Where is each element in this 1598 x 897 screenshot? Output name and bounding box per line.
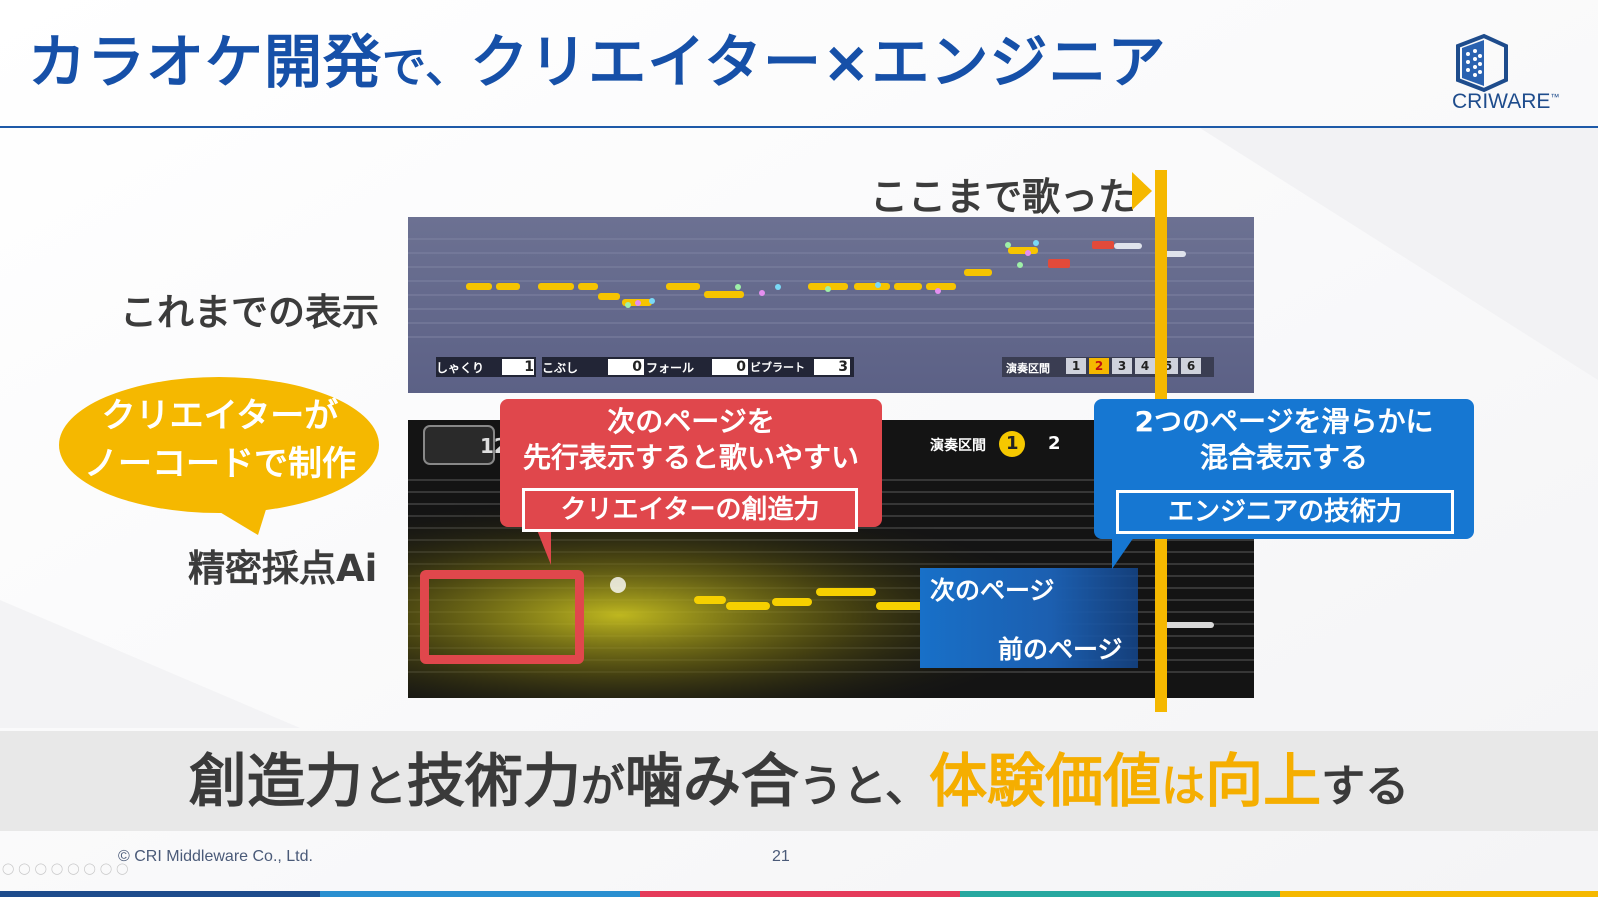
logo-text: CRIWARE — [1452, 90, 1551, 113]
callout-engineer-text: 2つのページを滑らかに 混合表示する — [1094, 404, 1474, 476]
section-indicator: 3 — [1112, 358, 1132, 374]
stat-vibrato-value: 3 — [838, 359, 848, 375]
label-previous-display: これまでの表示 — [120, 291, 379, 334]
stat-shakuri-label: しゃくり — [436, 361, 485, 375]
callout-creator-text: 次のページを 先行表示すると歌いやすい — [500, 404, 882, 476]
previous-page-label: 前のページ — [998, 635, 1123, 664]
callout-engineer-line-1: 2つのページを滑らかに — [1134, 405, 1434, 438]
criware-logo — [1456, 33, 1508, 93]
sung-until-here-label: ここまで歌った — [870, 175, 1137, 219]
logo-trademark: ™ — [1550, 92, 1560, 102]
banner-wa: は — [1161, 761, 1206, 812]
section-indicator: 6 — [1181, 358, 1201, 374]
highlight-frame — [420, 570, 584, 664]
section-indicator: 1 — [1066, 358, 1086, 374]
banner-experience-value: 体験価値 — [929, 747, 1162, 815]
stat-kobushi-value: 0 — [632, 359, 642, 375]
bubble-text: クリエイターが ノーコードで制作 — [70, 392, 370, 488]
stat-kobushi-label: こぶし — [542, 361, 579, 375]
creator-creativity-label: クリエイターの創造力 — [522, 488, 858, 532]
old-section-label: 演奏区間 — [1006, 362, 1050, 375]
header-rule — [0, 126, 1598, 128]
callout-creator-line-1: 次のページを — [607, 405, 775, 438]
conclusion-text: 創造力と技術力が噛み合うと、体験価値は向上する — [0, 737, 1598, 840]
banner-improve: 向上 — [1205, 747, 1322, 815]
page-number: 21 — [772, 848, 790, 865]
banner-to: と — [362, 761, 407, 812]
banner-uto: うと、 — [798, 761, 930, 812]
title-part-2: で、 — [382, 42, 471, 93]
engineer-skill-label: エンジニアの技術力 — [1116, 490, 1454, 534]
new-section-next: 2 — [1048, 433, 1061, 454]
new-section-label: 演奏区間 — [930, 438, 986, 454]
bubble-line-2: ノーコードで制作 — [84, 444, 356, 484]
callout-engineer-tail — [1112, 537, 1134, 569]
new-section-current: 1 — [1006, 433, 1019, 454]
banner-tech: 技術力 — [406, 747, 581, 815]
title-part-3: クリエイター×エンジニア — [470, 28, 1167, 96]
title-part-1: カラオケ開発 — [28, 28, 383, 96]
stat-fall-label: フォール — [646, 361, 695, 375]
callout-creator-line-2: 先行表示すると歌いやすい — [522, 441, 859, 474]
banner-suru: する — [1321, 761, 1410, 812]
old-section-indicators: 1 2 3 4 5 6 — [1066, 358, 1201, 374]
page-blend-overlay — [920, 568, 1138, 668]
section-indicator-current: 2 — [1089, 358, 1109, 374]
footer-color-bar — [0, 891, 1598, 897]
slide-title: カラオケ開発で、クリエイター×エンジニア — [28, 26, 1167, 104]
banner-mesh: 噛み合 — [624, 747, 799, 815]
stat-shakuri-value: 1 — [524, 359, 534, 375]
next-page-label: 次のページ — [930, 576, 1055, 605]
conclusion-banner — [0, 731, 1598, 831]
label-new-display: 精密採点Ai — [188, 547, 378, 590]
stat-vibrato-label: ビブラート — [750, 361, 805, 374]
logo-wordmark: CRIWARE™ — [1452, 90, 1559, 114]
banner-ga: が — [580, 761, 625, 812]
banner-creativity: 創造力 — [188, 747, 363, 815]
callout-engineer-line-2: 混合表示する — [1199, 441, 1368, 474]
bubble-line-1: クリエイターが — [101, 396, 339, 436]
stat-fall-value: 0 — [736, 359, 746, 375]
callout-creator-tail — [535, 525, 551, 565]
copyright-text: © CRI Middleware Co., Ltd. — [118, 848, 313, 865]
slide-toolbar-icons[interactable]: ◯◯◯◯◯◯◯◯ — [2, 862, 133, 875]
speech-bubble — [59, 377, 379, 535]
play-arrow-icon — [1132, 172, 1152, 210]
section-indicator: 4 — [1135, 358, 1155, 374]
